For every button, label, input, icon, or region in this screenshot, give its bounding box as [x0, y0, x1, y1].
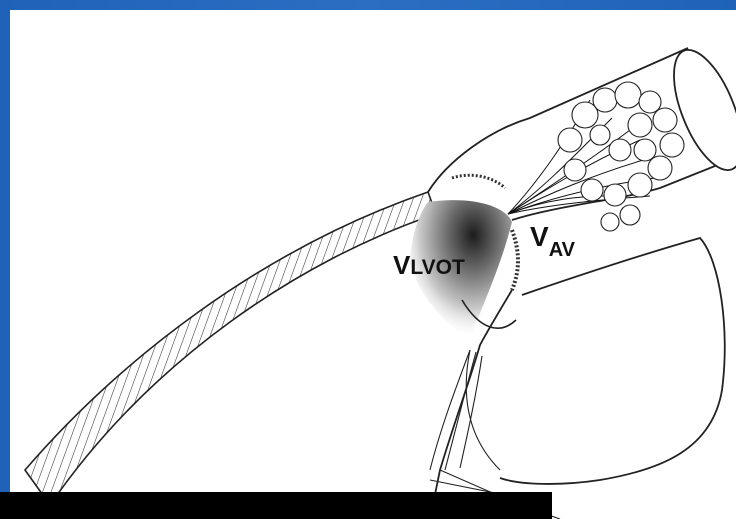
left-atrium-outline	[500, 238, 725, 484]
diagram-panel: VLVOT VAV	[10, 10, 736, 519]
heart-outflow-diagram: VLVOT VAV	[10, 10, 736, 519]
caption-bar	[0, 492, 552, 519]
septal-wall	[25, 192, 436, 505]
valve-leaflet	[512, 230, 518, 290]
turbulence-cloud	[558, 82, 684, 231]
label-v-av: VAV	[530, 221, 576, 261]
sinus-wall	[452, 175, 505, 188]
